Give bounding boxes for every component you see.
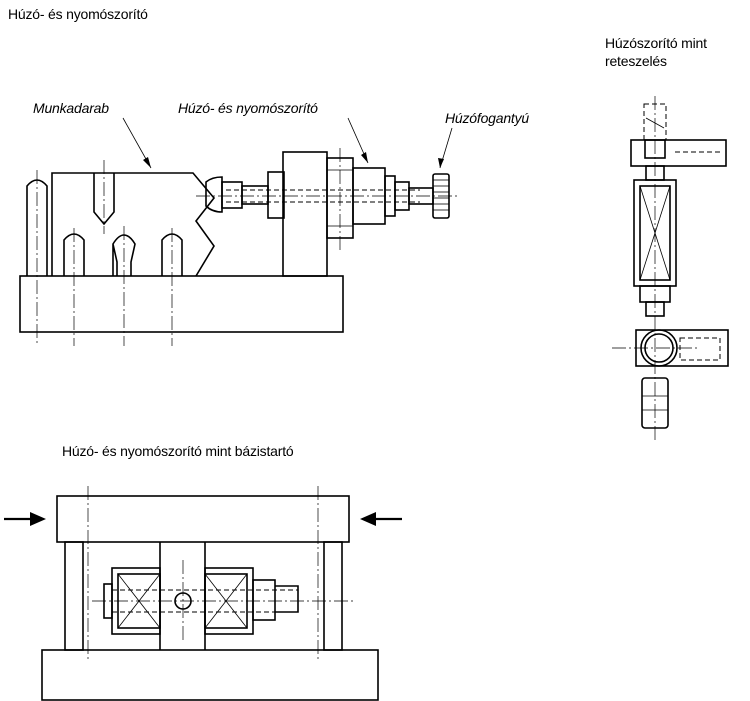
locking-bar-top (630, 139, 727, 167)
title-push-pull-clamp: Húzó- és nyomószorító (8, 6, 148, 22)
force-arrow-left (30, 512, 46, 526)
force-arrow-right (360, 512, 376, 526)
clamp-label: Húzó- és nyomószorító (178, 100, 318, 116)
support-block (282, 151, 328, 277)
locating-pin-2 (112, 234, 136, 276)
workpiece-label: Munkadarab (33, 100, 109, 116)
title-locking-line1: Húzószorító mint (605, 35, 707, 51)
handle-label: Húzófogantyú (445, 110, 529, 126)
top-plate (56, 495, 350, 543)
title-base-holder: Húzó- és nyomószorító mint bázistartó (62, 443, 294, 459)
bottom-base-plate (41, 649, 379, 701)
locking-view (612, 96, 729, 440)
base-holder-assembly (4, 486, 402, 701)
base-plate (19, 275, 344, 333)
drill-hole (93, 173, 115, 226)
pressure-head (205, 176, 223, 213)
workpiece (51, 172, 216, 277)
title-locking-line2: reteszelés (605, 53, 667, 69)
top-assembly (19, 117, 460, 346)
